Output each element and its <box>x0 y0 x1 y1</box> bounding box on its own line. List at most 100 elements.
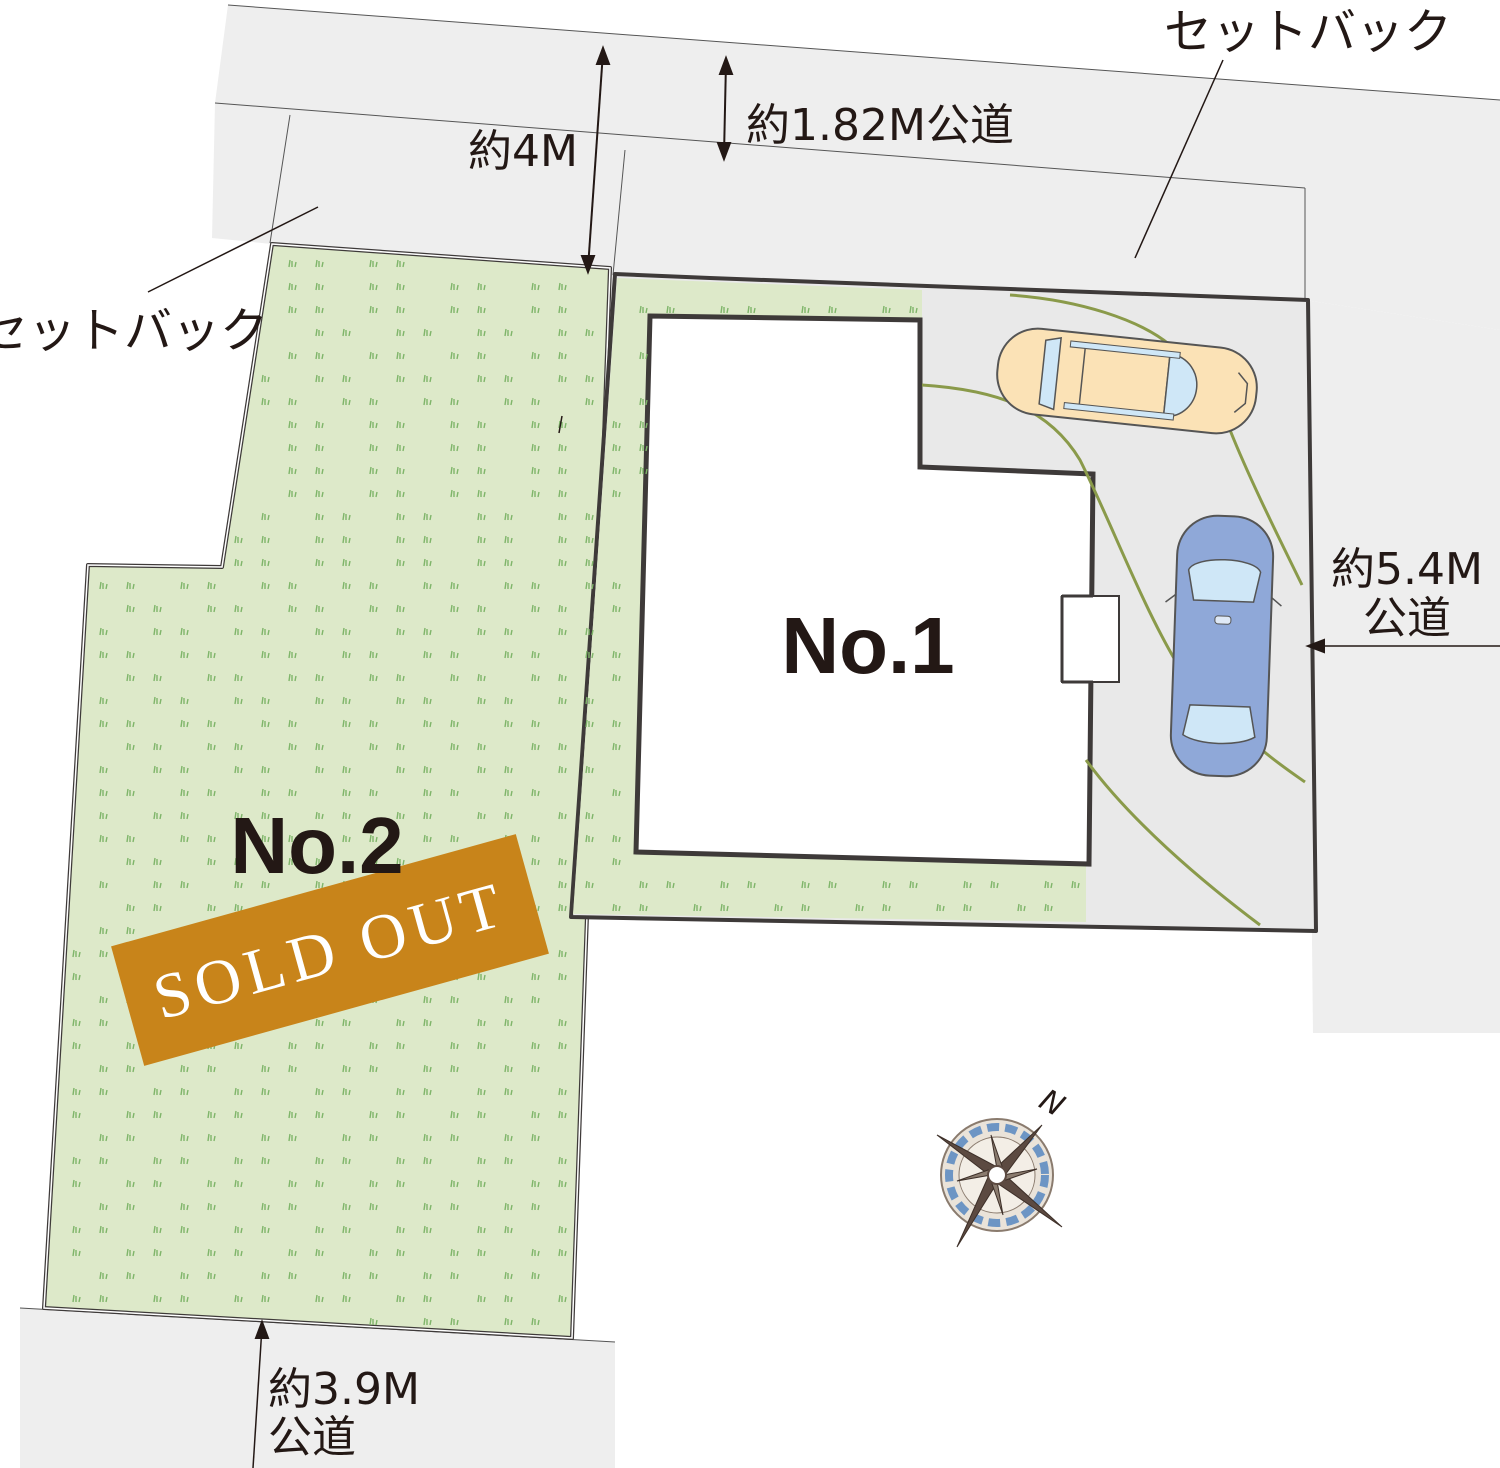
grass-tuft <box>315 328 324 337</box>
grass-tuft <box>612 420 621 429</box>
grass-tuft <box>504 650 513 659</box>
grass-tuft <box>531 857 540 866</box>
grass-tuft <box>558 604 567 613</box>
grass-tuft <box>558 1294 567 1303</box>
grass-tuft <box>207 857 216 866</box>
grass-tuft <box>504 788 513 797</box>
grass-tuft <box>558 857 567 866</box>
grass-tuft <box>558 1248 567 1257</box>
grass-tuft <box>639 466 648 475</box>
grass-tuft <box>450 1064 459 1073</box>
building-no1 <box>633 313 1096 867</box>
lot-2-label: No.2 <box>230 801 403 890</box>
grass-tuft <box>99 1156 108 1165</box>
grass-tuft <box>126 1202 135 1211</box>
grass-tuft <box>477 1110 486 1119</box>
grass-tuft <box>369 1110 378 1119</box>
leader-road-bottom <box>252 1326 263 1468</box>
grass-tuft <box>315 259 324 268</box>
grass-tuft <box>531 1133 540 1142</box>
grass-tuft <box>396 305 405 314</box>
leader-setback-left <box>147 206 319 293</box>
grass-tuft <box>801 305 810 314</box>
grass-tuft <box>396 1110 405 1119</box>
car-blue <box>1165 514 1282 778</box>
grass-tuft <box>396 282 405 291</box>
grass-tuft <box>531 604 540 613</box>
grass-tuft <box>153 1179 162 1188</box>
grass-tuft <box>261 765 270 774</box>
grass-tuft <box>207 1064 216 1073</box>
grass-tuft <box>234 880 243 889</box>
road-right-type-label: 公道 <box>1363 593 1451 644</box>
grass-tuft <box>234 1041 243 1050</box>
grass-tuft <box>423 328 432 337</box>
grass-tuft <box>369 1179 378 1188</box>
grass-tuft <box>531 719 540 728</box>
grass-tuft <box>315 558 324 567</box>
grass-tuft <box>369 604 378 613</box>
grass-tuft <box>558 512 567 521</box>
road-top <box>215 5 1500 330</box>
grass-tuft <box>504 1202 513 1211</box>
grass-tuft <box>369 1133 378 1142</box>
grass-tuft <box>261 1294 270 1303</box>
grass-tuft <box>504 1064 513 1073</box>
grass-tuft <box>747 880 756 889</box>
grass-tuft <box>450 1110 459 1119</box>
grass-tuft <box>423 719 432 728</box>
grass-tuft <box>477 811 486 820</box>
setback-divider-left <box>269 114 291 244</box>
grass-tuft <box>612 650 621 659</box>
grass-tuft <box>396 627 405 636</box>
grass-tuft <box>180 627 189 636</box>
grass-tuft <box>315 512 324 521</box>
grass-tuft <box>315 489 324 498</box>
grass-tuft <box>639 443 648 452</box>
grass-tuft <box>423 765 432 774</box>
grass-tuft <box>261 512 270 521</box>
grass-tuft <box>261 788 270 797</box>
grass-tuft <box>180 1225 189 1234</box>
grass-tuft <box>531 397 540 406</box>
grass-tuft <box>504 696 513 705</box>
grass-tuft <box>450 305 459 314</box>
grass-tuft <box>126 604 135 613</box>
grass-tuft <box>531 1317 540 1326</box>
grass-tuft <box>207 834 216 843</box>
grass-tuft <box>288 1248 297 1257</box>
grass-tuft <box>369 1202 378 1211</box>
grass-tuft <box>315 696 324 705</box>
grass-tuft <box>882 305 891 314</box>
grass-tuft <box>315 1248 324 1257</box>
grass-tuft <box>99 650 108 659</box>
grass-tuft <box>234 1087 243 1096</box>
grass-tuft <box>180 1202 189 1211</box>
grass-tuft <box>450 1317 459 1326</box>
grass-tuft <box>207 903 216 912</box>
grass-tuft <box>369 834 378 843</box>
grass-tuft <box>99 696 108 705</box>
grass-tuft <box>153 765 162 774</box>
grass-tuft <box>396 1087 405 1096</box>
grass-tuft <box>234 1225 243 1234</box>
grass-tuft <box>288 742 297 751</box>
grass-tuft <box>99 719 108 728</box>
grass-tuft <box>558 305 567 314</box>
grass-tuft <box>153 1156 162 1165</box>
grass-tuft <box>585 650 594 659</box>
grass-tuft <box>369 1064 378 1073</box>
grass-tuft <box>99 834 108 843</box>
grass-tuft <box>585 535 594 544</box>
grass-tuft <box>234 535 243 544</box>
grass-tuft <box>585 880 594 889</box>
grass-tuft <box>477 1087 486 1096</box>
grass-tuft <box>342 1064 351 1073</box>
grass-tuft <box>423 1202 432 1211</box>
road-right-width-label: 約5.4M <box>1331 544 1483 595</box>
grass-tuft <box>450 397 459 406</box>
grass-tuft <box>342 397 351 406</box>
grass-tuft <box>315 811 324 820</box>
grass-tuft <box>99 627 108 636</box>
grass-tuft <box>504 811 513 820</box>
